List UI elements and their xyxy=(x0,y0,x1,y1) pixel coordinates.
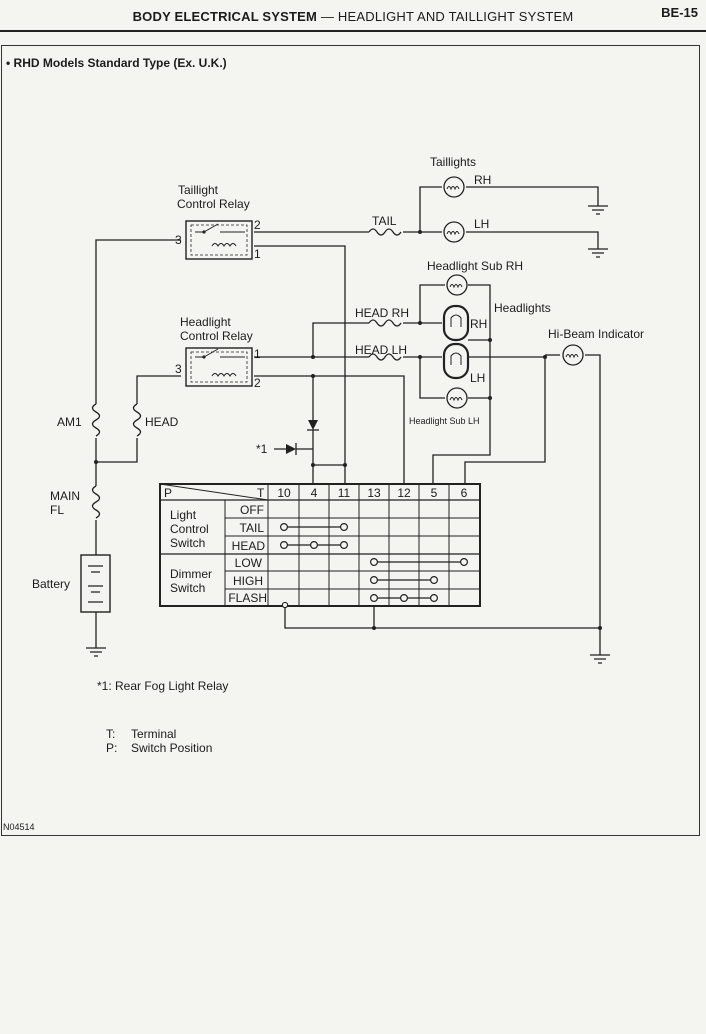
taillight-rh-lamp-icon xyxy=(443,176,465,198)
terminal-header: 4 xyxy=(311,486,318,500)
continuity-head xyxy=(280,540,349,549)
footnote-rear-fog: *1: Rear Fog Light Relay xyxy=(97,679,228,693)
headlight-control-relay xyxy=(185,347,253,387)
terminal-header: 10 xyxy=(277,486,291,500)
headlight-sub-lh-label: Headlight Sub LH xyxy=(409,416,480,426)
head-lh-fuse-icon xyxy=(368,353,402,361)
rear-fog-relay-diode-icon xyxy=(274,443,297,455)
headlight-relay-terminal-2: 2 xyxy=(254,376,261,390)
header-separator: — xyxy=(320,9,335,24)
switch-table xyxy=(159,483,481,607)
group-light-control-switch: Switch xyxy=(170,536,205,550)
main-fl-label-2: FL xyxy=(50,503,64,517)
row-label: HEAD xyxy=(232,539,266,553)
taillight-relay-label-1: Taillight xyxy=(178,183,219,197)
diagram-panel xyxy=(1,45,700,836)
taillight-relay-terminal-2: 2 xyxy=(254,218,261,232)
am1-fuse-label: AM1 xyxy=(57,415,82,429)
head-fuse-icon xyxy=(130,403,144,438)
continuity-tail xyxy=(280,522,349,531)
ground-terminal-dot xyxy=(281,601,289,609)
row-label: OFF xyxy=(240,503,264,517)
tail-fuse-icon xyxy=(368,228,402,236)
head-lh-fuse-label: HEAD LH xyxy=(355,343,407,357)
headlight-relay-label-1: Headlight xyxy=(180,315,231,329)
group-dimmer-switch: Dimmer xyxy=(170,567,212,581)
headlight-lh-label: LH xyxy=(470,371,485,385)
ground-icon xyxy=(86,205,610,664)
taillights-label: Taillights xyxy=(430,155,476,169)
headlight-relay-label-2: Control Relay xyxy=(180,329,253,343)
group-dimmer-switch: Switch xyxy=(170,581,205,595)
hi-beam-indicator-lamp-icon xyxy=(562,344,584,366)
header-subsection: HEADLIGHT AND TAILLIGHT SYSTEM xyxy=(337,9,574,24)
taillight-relay-label-2: Control Relay xyxy=(177,197,250,211)
row-label: LOW xyxy=(235,556,263,570)
main-fl-fuse-icon xyxy=(89,485,103,520)
terminal-header: 12 xyxy=(397,486,411,500)
headlight-sub-rh-lamp-icon xyxy=(446,274,468,296)
terminal-header: 13 xyxy=(367,486,381,500)
taillight-lh-label: LH xyxy=(474,217,489,231)
header-rule xyxy=(0,30,706,32)
head-rh-fuse-icon xyxy=(368,319,402,327)
main-fl-label-1: MAIN xyxy=(50,489,80,503)
headlights-label: Headlights xyxy=(494,301,551,315)
header-title: BODY ELECTRICAL SYSTEM — HEADLIGHT AND T… xyxy=(0,9,706,24)
taillight-control-relay xyxy=(185,220,253,260)
terminal-header: 11 xyxy=(338,486,351,500)
terminal-header: 6 xyxy=(461,486,468,500)
taillight-rh-label: RH xyxy=(474,173,491,187)
diagram-title: • RHD Models Standard Type (Ex. U.K.) xyxy=(6,56,227,70)
legend-p-value: Switch Position xyxy=(131,741,212,755)
battery-icon xyxy=(80,554,111,613)
terminal-header: 5 xyxy=(431,486,438,500)
row-label: HIGH xyxy=(233,574,263,588)
head-rh-fuse-label: HEAD RH xyxy=(355,306,409,320)
headlight-rh-lamp-icon xyxy=(442,304,470,342)
hi-beam-indicator-label: Hi-Beam Indicator xyxy=(548,327,644,341)
row-label: FLASH xyxy=(228,591,267,605)
group-light-control-switch: Control xyxy=(170,522,209,536)
headlight-sub-rh-label: Headlight Sub RH xyxy=(427,259,523,273)
legend-t-key: T: xyxy=(106,727,115,741)
am1-fuse-icon xyxy=(89,403,103,438)
battery-label: Battery xyxy=(32,577,70,591)
taillight-relay-terminal-3: 3 xyxy=(175,233,182,247)
head-fuse-label: HEAD xyxy=(145,415,179,429)
continuity-high xyxy=(370,575,439,584)
row-label: TAIL xyxy=(240,521,265,535)
wires xyxy=(95,186,601,655)
star-1-reference: *1 xyxy=(256,442,268,456)
headlight-relay-terminal-3: 3 xyxy=(175,362,182,376)
headlight-sub-lh-lamp-icon xyxy=(446,387,468,409)
taillight-lh-lamp-icon xyxy=(443,221,465,243)
page-number: BE-15 xyxy=(661,5,698,20)
table-t-header: T xyxy=(257,486,265,500)
continuity-low xyxy=(370,557,469,566)
tail-fuse-label: TAIL xyxy=(372,214,397,228)
legend-t-value: Terminal xyxy=(131,727,176,741)
headlight-relay-terminal-1: 1 xyxy=(254,347,261,361)
figure-code: N04514 xyxy=(3,822,35,832)
legend-p-key: P: xyxy=(106,741,117,755)
diode-icon xyxy=(307,420,319,431)
continuity-flash xyxy=(370,593,439,602)
header-section: BODY ELECTRICAL SYSTEM xyxy=(132,9,318,24)
headlight-rh-label: RH xyxy=(470,317,487,331)
junction-dots xyxy=(94,230,602,630)
headlight-lh-lamp-icon xyxy=(442,342,470,380)
taillight-relay-terminal-1: 1 xyxy=(254,247,261,261)
table-p-header: P xyxy=(164,486,172,500)
group-light-control-switch: Light xyxy=(170,508,197,522)
